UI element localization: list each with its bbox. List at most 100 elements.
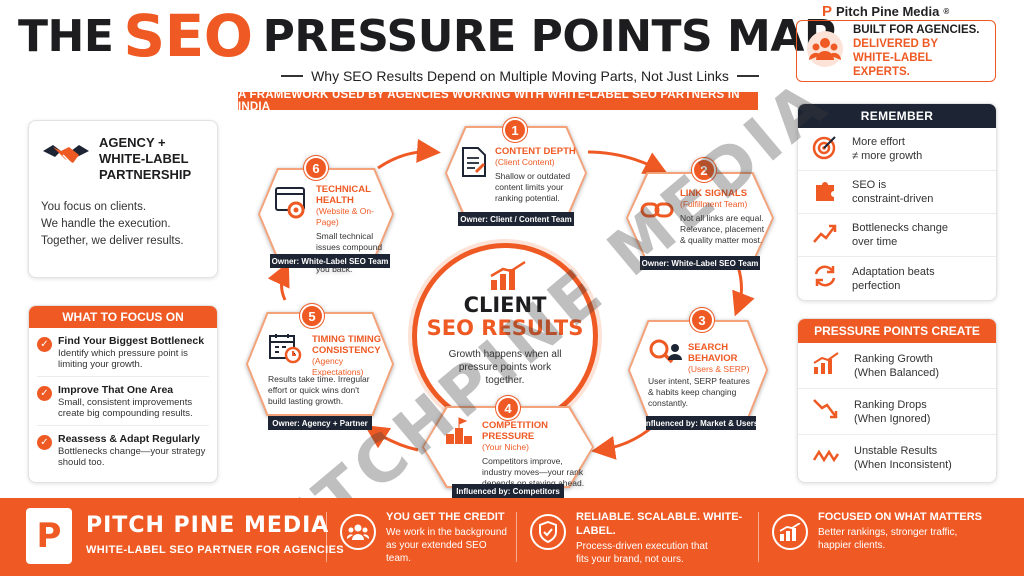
footer-col-desc: as your extended SEO team. <box>386 540 487 564</box>
focus-item-title: Improve That One Area <box>58 384 174 396</box>
node-number: 2 <box>692 158 716 182</box>
remember-text-2: constraint-driven <box>852 193 934 205</box>
target-icon <box>812 134 838 165</box>
node-sub: (Client Content) <box>495 157 555 167</box>
node-link-signals: 2 LINK SIGNALS (Fulfillment Team) Not al… <box>626 158 774 264</box>
center-title-accent: SEO RESULTS <box>426 316 584 340</box>
pressure-text-2: (When Ignored) <box>854 412 931 425</box>
brand-name: Pitch Pine Media <box>836 3 940 19</box>
partner-title-3: PARTNERSHIP <box>99 167 192 182</box>
team-icon <box>805 29 845 74</box>
remember-text-1: Adaptation beats <box>852 265 935 278</box>
node-timing-consistency: 5 TIMING TIMING CONSISTENCY (Agency Expe… <box>246 304 394 416</box>
remember-text-2: perfection <box>852 279 901 292</box>
subtitle: Why SEO Results Depend on Multiple Movin… <box>250 66 790 86</box>
footer-col-desc: Process-driven execution that <box>576 541 708 552</box>
check-icon: ✓ <box>37 435 52 450</box>
agency-line3: WHITE-LABEL EXPERTS. <box>853 52 933 78</box>
agency-callout: BUILT FOR AGENCIES. DELIVERED BY WHITE-L… <box>796 20 996 82</box>
footer-col-heading: YOU GET THE CREDIT <box>386 511 505 523</box>
pressure-text-2: (When Inconsistent) <box>854 459 952 471</box>
node-desc: Competitors improve, industry moves—your… <box>482 456 585 488</box>
footer-tagline: WHITE-LABEL SEO PARTNER FOR AGENCIES <box>86 544 345 556</box>
focus-item-desc: Identify which pressure point is limitin… <box>58 348 188 370</box>
pressure-text-1: Unstable Results <box>854 445 938 457</box>
focus-item-desc: Bottlenecks change—your strategy should … <box>58 446 206 468</box>
shield-check-icon <box>530 514 566 550</box>
node-owner: Influenced by: Market & Users <box>644 416 758 430</box>
pressure-heading: PRESSURE POINTS CREATE <box>798 319 996 343</box>
focus-heading: WHAT TO FOCUS ON <box>29 306 217 328</box>
divider <box>37 376 209 377</box>
browser-gear-icon <box>274 186 308 225</box>
calendar-clock-icon <box>268 332 302 369</box>
podium-flag-icon <box>444 416 476 451</box>
brand-p-icon: P <box>822 2 833 20</box>
node-sub: (Your Niche) <box>482 442 529 452</box>
node-search-behavior: 3 SEARCH BEHAVIOR (Users & SERP) User in… <box>628 308 768 420</box>
remember-heading: REMEMBER <box>798 104 996 128</box>
partner-line: We handle the execution. <box>41 218 171 230</box>
puzzle-icon <box>812 177 838 208</box>
title-seo: SEO <box>123 2 253 70</box>
node-competition-pressure: 4 COMPETITION PRESSURE (Your Niche) Comp… <box>422 396 594 488</box>
node-sub: (Fulfillment Team) <box>680 199 748 209</box>
partnership-card: AGENCY + WHITE-LABEL PARTNERSHIP You foc… <box>28 120 218 278</box>
focus-item-title: Find Your Biggest Bottleneck <box>58 335 205 347</box>
pressure-item: Ranking Drops(When Ignored) <box>798 389 996 435</box>
arrow-1-to-2 <box>587 150 669 175</box>
node-owner: Owner: Client / Content Team <box>458 212 574 226</box>
node-title: CONTENT DEPTH <box>495 146 576 157</box>
partner-line: You focus on clients. <box>41 201 147 213</box>
arrow-4-to-5 <box>364 425 419 452</box>
agency-line1: BUILT FOR AGENCIES. <box>853 24 980 36</box>
footer-col-desc: Better rankings, stronger traffic, <box>818 527 958 538</box>
node-number: 1 <box>503 118 527 142</box>
focus-item-desc: Small, consistent improvements create bi… <box>58 397 193 419</box>
remember-item: More effort≠ more growth <box>798 128 996 171</box>
node-title: TECHNICAL HEALTH <box>316 184 371 206</box>
handshake-icon <box>41 137 91 182</box>
growth-chart-icon <box>812 351 840 380</box>
divider <box>37 425 209 426</box>
remember-text-2: over time <box>852 236 898 248</box>
node-owner: Owner: Agency + Partner <box>268 416 372 430</box>
partner-line: Together, we deliver results. <box>41 235 184 247</box>
pressure-text-1: Ranking Growth <box>854 352 933 365</box>
footer-col-reliable: RELIABLE. SCALABLE. WHITE-LABEL. Process-… <box>530 510 752 566</box>
node-number: 3 <box>690 308 714 332</box>
node-owner: Owner: White-Label SEO Team <box>640 256 760 270</box>
footer-col-heading: RELIABLE. SCALABLE. WHITE-LABEL. <box>576 511 743 537</box>
footer-band <box>0 498 1024 576</box>
check-icon: ✓ <box>37 337 52 352</box>
node-number: 6 <box>304 156 328 180</box>
node-sub: (Website & On-Page) <box>316 206 374 227</box>
node-desc: Not all links are equal. Relevance, plac… <box>680 213 765 245</box>
agency-line2: DELIVERED BY <box>853 38 938 50</box>
pressure-item: Ranking Growth(When Balanced) <box>798 343 996 389</box>
node-title: TIMING TIMING CONSISTENCY <box>312 334 382 356</box>
footer-col-credit: YOU GET THE CREDIT We work in the backgro… <box>340 510 510 566</box>
footer-col-desc: We work in the background <box>386 527 507 538</box>
zigzag-icon <box>812 444 840 473</box>
arrow-6-to-1 <box>377 138 441 170</box>
brand-logo-top: P Pitch Pine Media ® <box>822 2 949 20</box>
node-number: 5 <box>300 304 324 328</box>
footer-logo: P <box>26 508 72 564</box>
footer-brand: PITCH PINE MEDIA <box>86 513 330 538</box>
footer-divider <box>758 512 759 562</box>
refresh-icon <box>812 263 838 294</box>
footer-divider <box>516 512 517 562</box>
footer-col-desc: fits your brand, not ours. <box>576 554 684 565</box>
partner-title-2: WHITE-LABEL <box>99 151 189 166</box>
node-desc: Shallow or outdated content limits your … <box>495 171 571 203</box>
node-desc: Results take time. Irregular effort or q… <box>268 374 370 406</box>
pressure-item: Unstable Results (When Inconsistent) <box>798 435 996 481</box>
footer-divider <box>326 512 327 562</box>
arrow-2-to-3 <box>732 265 755 317</box>
pressure-text-1: Ranking Drops <box>854 398 927 411</box>
node-sub: (Agency Expectations) <box>312 356 364 377</box>
